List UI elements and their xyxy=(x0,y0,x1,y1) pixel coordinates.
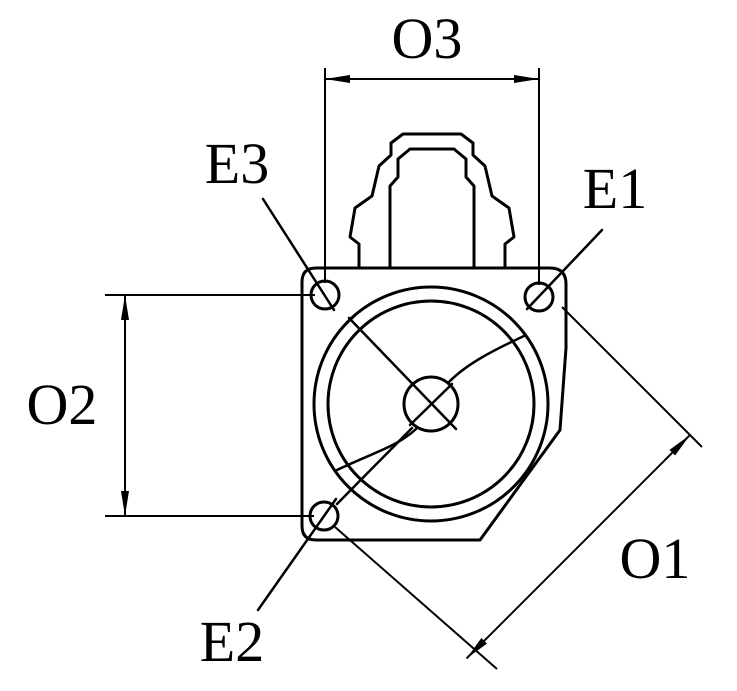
label-o1: O1 xyxy=(620,526,691,591)
dim-o1-arrow-upper xyxy=(669,435,690,456)
leader-e1 xyxy=(525,228,604,311)
centerline-upper-left xyxy=(347,316,458,431)
leader-e3 xyxy=(261,197,336,312)
lever-curve-left xyxy=(335,427,418,472)
leader-e2 xyxy=(256,497,338,612)
shaft-hub-circle xyxy=(402,375,460,433)
dim-o2-arrow-top xyxy=(121,295,129,320)
dim-o1-arrow-lower xyxy=(466,638,487,659)
dim-o3-arrow-left xyxy=(325,75,350,83)
label-e1: E1 xyxy=(583,156,647,221)
dim-o1-extension-lower xyxy=(334,526,498,670)
label-e2: E2 xyxy=(200,609,264,674)
solenoid-tower-outer-outline xyxy=(348,132,516,270)
label-o2: O2 xyxy=(27,372,98,437)
dim-o2-arrow-bottom xyxy=(121,491,129,516)
solenoid-tower-inner-outline xyxy=(388,147,476,270)
hub-cross-line xyxy=(408,382,454,427)
lever-curve-right xyxy=(446,334,526,385)
pilot-bore-outer-circle xyxy=(312,285,550,523)
dim-o3-arrow-right xyxy=(514,75,539,83)
dim-o1-extension-upper xyxy=(561,306,703,448)
pilot-bore-inner-circle xyxy=(326,299,536,509)
label-o3: O3 xyxy=(392,6,463,71)
drawing-root: O3 E3 E1 O2 O1 E2 xyxy=(27,6,703,674)
dim-o1-line xyxy=(465,434,691,660)
label-e3: E3 xyxy=(205,131,269,196)
